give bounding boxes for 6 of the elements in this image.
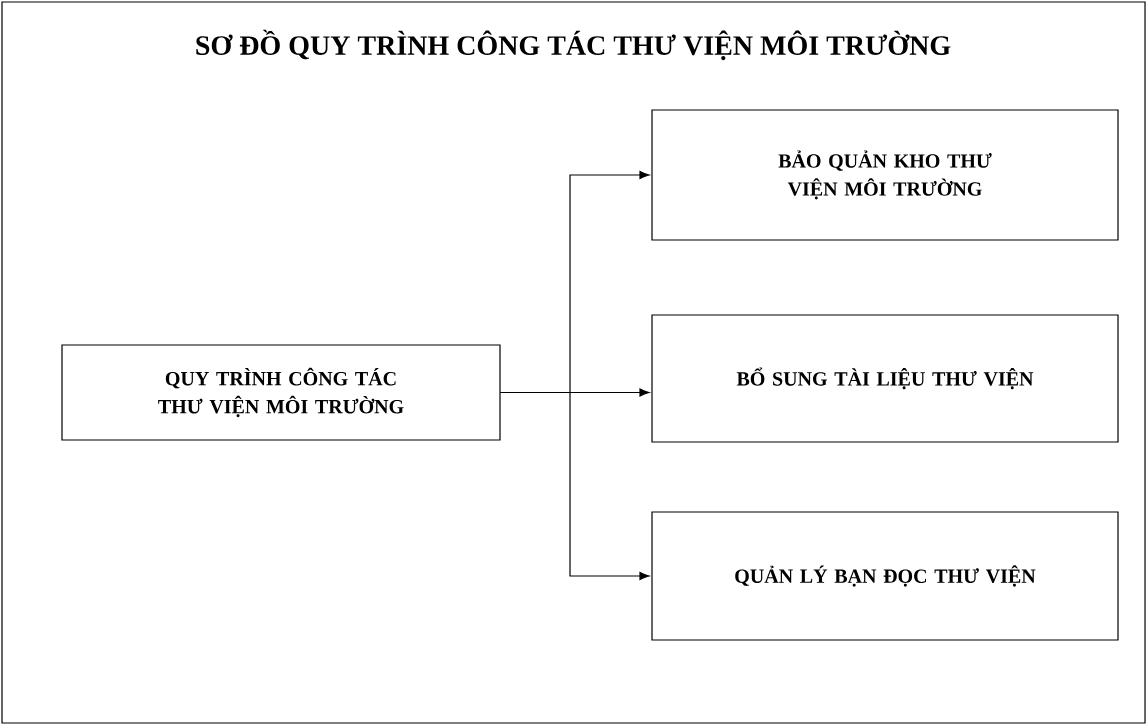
arrow <box>500 391 650 581</box>
process-box: QUY TRÌNH CÔNG TÁC THƯ VIỆN MÔI TRƯỜNG <box>61 344 501 441</box>
process-box: QUẢN LÝ BẠN ĐỌC THƯ VIỆN <box>651 511 1119 641</box>
title: SƠ ĐỒ QUY TRÌNH CÔNG TÁC THƯ VIỆN MÔI TRƯỜNG <box>196 29 951 61</box>
process-box: BẢO QUẢN KHO THƯ VIỆN MÔI TRƯỜNG <box>651 109 1119 241</box>
process-box: BỔ SUNG TÀI LIỆU THƯ VIỆN <box>651 314 1119 443</box>
